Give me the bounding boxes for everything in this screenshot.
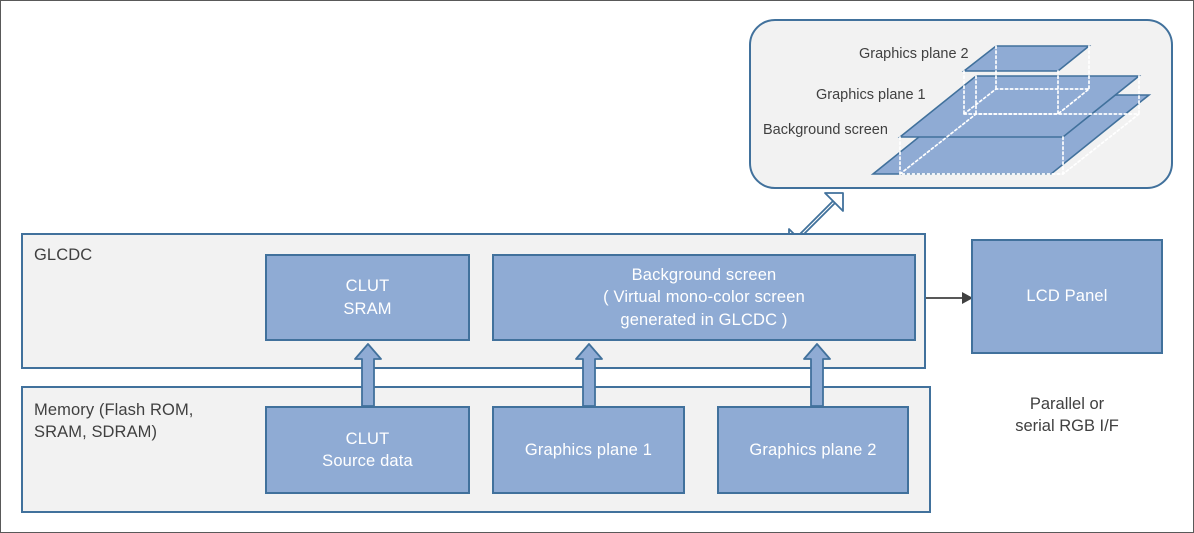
lcd-interface-label: Parallel or serial RGB I/F <box>1015 395 1119 435</box>
graphics-plane-1-to-background-screen-arrow <box>575 343 603 407</box>
lcd-panel-box[interactable]: LCD Panel <box>971 239 1163 354</box>
layer-stack-graphic <box>870 45 1152 175</box>
glcdc-to-lcd-arrow <box>926 292 973 304</box>
callout-label-graphics-plane-1: Graphics plane 1 <box>816 87 926 103</box>
callout-label-graphics-plane-2: Graphics plane 2 <box>859 46 969 62</box>
graphics-plane-2-plane <box>961 45 1092 72</box>
graphics-plane-2-box[interactable]: Graphics plane 2 <box>717 406 909 494</box>
callout-label-background-screen: Background screen <box>763 122 888 138</box>
projection-guides <box>899 45 1142 175</box>
background-screen-box[interactable]: Background screen ( Virtual mono-color s… <box>492 254 916 341</box>
clut-source-data-box[interactable]: CLUT Source data <box>265 406 470 494</box>
clut-sram-box[interactable]: CLUT SRAM <box>265 254 470 341</box>
graphics-plane-2-to-background-screen-arrow <box>803 343 831 407</box>
memory-group-label: Memory (Flash ROM, SRAM, SDRAM) <box>34 401 194 441</box>
graphics-plane-1-box[interactable]: Graphics plane 1 <box>492 406 685 494</box>
glcdc-group-label: GLCDC <box>34 246 93 264</box>
clut-source-to-clut-sram-arrow <box>354 343 382 407</box>
